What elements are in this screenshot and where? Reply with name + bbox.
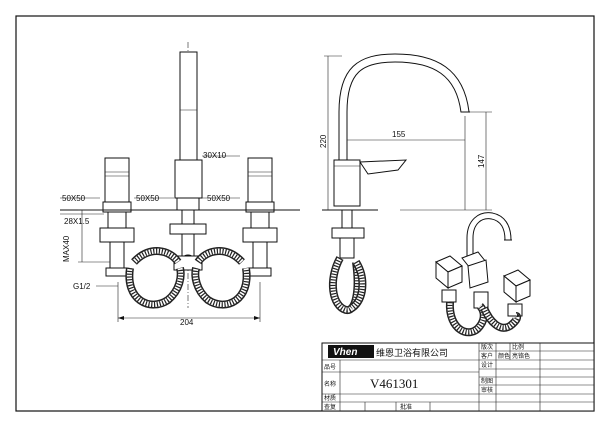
colour-value: 亮铬色 xyxy=(512,352,530,360)
dim-g12: G1/2 xyxy=(73,282,91,291)
dim-max40: MAX40 xyxy=(62,235,71,262)
label-check: 审核 xyxy=(481,386,493,394)
brand-logo-text: Vhen xyxy=(333,347,357,358)
company-name: 维恩卫浴有限公司 xyxy=(376,347,448,359)
dim-30x10: 30X10 xyxy=(203,151,227,160)
label-name: 名称 xyxy=(324,380,336,388)
dim-50x50-center: 50X50 xyxy=(136,194,160,203)
label-version: 版次 xyxy=(481,343,493,351)
spout-body xyxy=(174,159,203,199)
label-material: 材质 xyxy=(324,394,336,402)
side-view: 220 155 147 xyxy=(319,53,492,314)
label-scale: 比例 xyxy=(512,343,524,351)
spout-column xyxy=(179,51,198,161)
label-item-no: 品号 xyxy=(324,364,336,371)
model-number: V461301 xyxy=(370,376,418,391)
label-approve: 批准 xyxy=(400,403,412,411)
right-handle xyxy=(247,157,273,203)
dim-147: 147 xyxy=(477,154,486,168)
dim-204: 204 xyxy=(180,318,194,327)
front-view: 30X10 50X50 50X50 50X50 28X1.5 MAX40 G1/… xyxy=(60,42,300,327)
dim-155: 155 xyxy=(392,130,406,139)
label-review: 查复 xyxy=(324,403,336,411)
title-block: Vhen 维恩卫浴有限公司 品号 名称 材质 查复 批准 V461301 版次 … xyxy=(321,342,595,412)
brand-logo xyxy=(328,345,374,358)
dim-50x50-right: 50X50 xyxy=(207,194,231,203)
label-design: 设计 xyxy=(481,361,493,369)
dim-50x50-left: 50X50 xyxy=(62,194,86,203)
dim-28x15: 28X1.5 xyxy=(64,217,90,226)
dim-220: 220 xyxy=(319,134,328,148)
isometric-view xyxy=(435,212,531,337)
label-customer: 客户 xyxy=(481,352,493,360)
left-handle xyxy=(104,157,130,203)
label-drawing: 制图 xyxy=(481,377,493,385)
label-colour: 颜色 xyxy=(498,352,510,360)
sheet-border xyxy=(15,15,595,412)
